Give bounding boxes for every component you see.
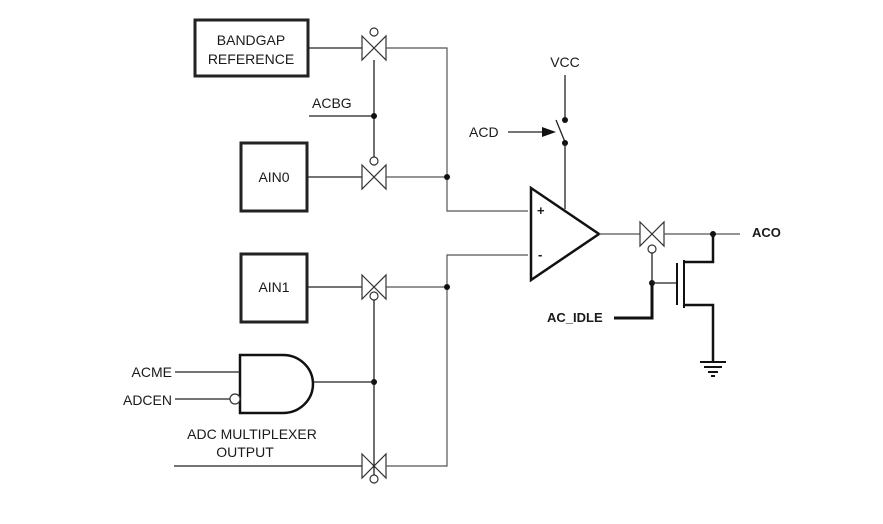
ain1-block bbox=[239, 252, 309, 324]
vcc-label: VCC bbox=[550, 54, 580, 70]
junction-plus bbox=[444, 174, 450, 180]
wire-ac-idle bbox=[614, 283, 654, 320]
transmission-gate-output bbox=[639, 220, 665, 254]
ain1-label: AIN1 bbox=[258, 279, 289, 295]
transmission-gate-ain1 bbox=[361, 273, 387, 301]
ground-icon bbox=[700, 361, 726, 377]
wire-plus-bus bbox=[386, 47, 528, 212]
ac-idle-label: AC_IDLE bbox=[547, 310, 603, 325]
junction-minus bbox=[444, 284, 450, 290]
transmission-gate-bandgap bbox=[361, 27, 387, 62]
comparator bbox=[529, 185, 602, 283]
aco-label: ACO bbox=[752, 225, 781, 240]
acd-arrow-icon bbox=[542, 127, 556, 137]
comparator-minus: - bbox=[538, 247, 542, 262]
and-gate bbox=[229, 353, 315, 415]
acbg-label: ACBG bbox=[312, 95, 352, 111]
adc-mux-label-2: OUTPUT bbox=[216, 444, 274, 460]
bandgap-label-1: BANDGAP bbox=[217, 32, 285, 48]
wire-minus-bus bbox=[386, 254, 528, 467]
bandgap-label-2: REFERENCE bbox=[208, 51, 294, 67]
nmos-transistor bbox=[676, 234, 715, 362]
acme-label: ACME bbox=[132, 364, 172, 380]
ain0-block bbox=[239, 141, 309, 213]
acd-switch bbox=[555, 119, 566, 143]
adcen-label: ADCEN bbox=[123, 392, 172, 408]
switch-contact-top bbox=[562, 117, 568, 123]
ain0-label: AIN0 bbox=[258, 169, 289, 185]
transmission-gate-ain0 bbox=[361, 156, 387, 191]
adc-mux-label-1: ADC MULTIPLEXER bbox=[187, 426, 317, 442]
acd-label: ACD bbox=[469, 124, 499, 140]
bandgap-reference-block bbox=[193, 18, 310, 78]
junction-acbg bbox=[371, 113, 377, 119]
comparator-plus: + bbox=[537, 203, 545, 218]
